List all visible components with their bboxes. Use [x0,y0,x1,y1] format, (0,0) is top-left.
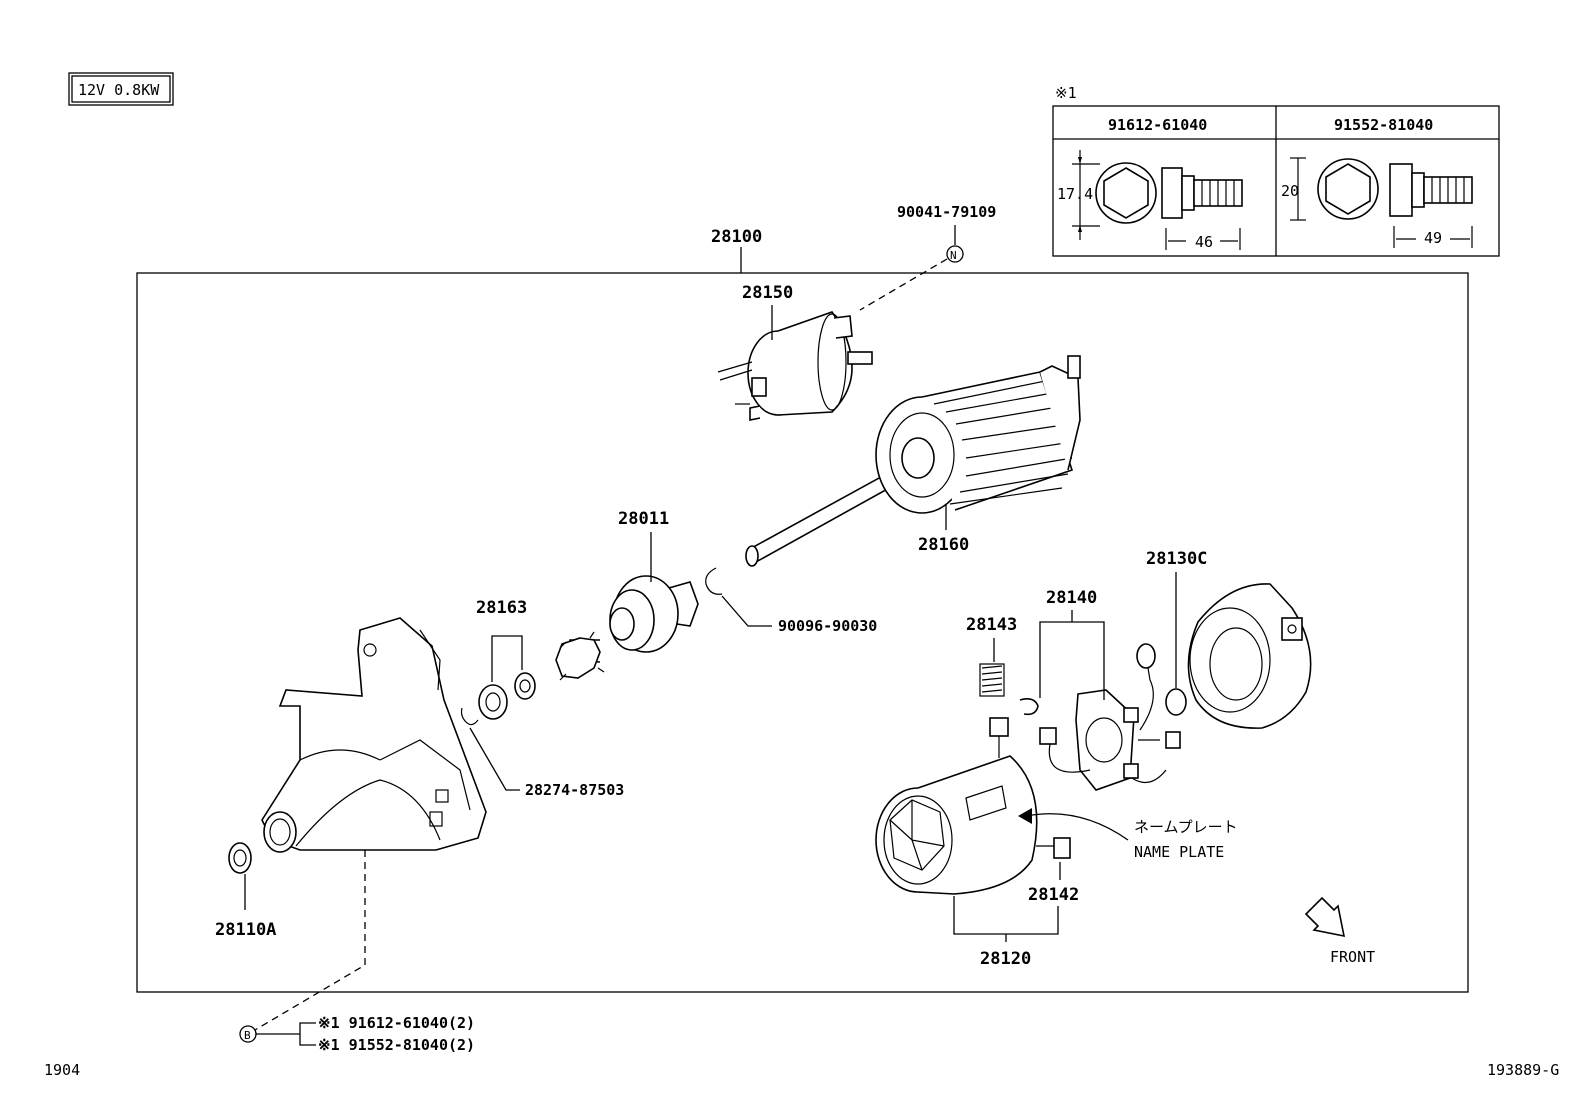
circle-n-marker [946,245,964,263]
part-28100-label: 28100 [711,227,762,247]
ref-bolt-2-height: 20 [1281,182,1299,200]
armature [745,355,1081,567]
retainer-rings [478,672,536,720]
footer-right: 193889-G [1487,1061,1559,1079]
end-cover [1187,583,1312,729]
part-28160-label: 28160 [918,535,969,555]
part-28011-label: 28011 [618,509,669,529]
circle-b-letter: B [244,1029,251,1042]
end-cover-grommet [1165,688,1187,716]
part-28163-label: 28163 [476,598,527,618]
part-28143-label: 28143 [966,615,1017,635]
bolt-ref-2: ※1 91552-81040(2) [318,1036,475,1054]
assembly-frame [136,272,1469,993]
spec-label: 12V 0.8KW [78,81,160,99]
part-28140-label: 28140 [1046,588,1097,608]
small-ring [460,707,479,726]
spec-box: 12V 0.8KW [68,72,174,106]
small-ring-part-label: 28274-87503 [525,781,624,799]
front-arrow-icon [1304,896,1346,938]
name-plate-jp: ネームプレート [1134,818,1238,836]
bolt-ref-1: ※1 91612-61040(2) [318,1014,475,1032]
snap-ring-part-label: 90096-90030 [778,617,877,635]
snap-ring [705,567,723,595]
brush-spring [979,663,1005,697]
ref-bolt-1-part-no: 91612-61040 [1108,116,1207,134]
ref-bolt-1-length: 46 [1195,233,1213,251]
ref-table-mark: ※1 [1055,84,1077,102]
part-28142-label: 28142 [1028,885,1079,905]
brush-holder [1019,643,1181,791]
yoke-assembly [875,717,1071,895]
bolt-2-drawing [1290,157,1473,248]
ref-bolt-2-length: 49 [1424,229,1442,247]
part-28110a-label: 28110A [215,920,276,940]
part-28130c-label: 28130C [1146,549,1207,569]
front-label: FRONT [1330,948,1375,966]
part-28150-label: 28150 [742,283,793,303]
part-28120-label: 28120 [980,949,1031,969]
drive-housing [261,617,487,853]
bolt-reference-table: ※1 91612-61040 91552-81040 [1052,84,1500,257]
bolt-1-drawing [1072,150,1243,250]
bushing [228,842,252,874]
bolt-n-part-label: 90041-79109 [897,203,996,221]
name-plate-en: NAME PLATE [1134,843,1224,861]
solenoid-switch [717,311,873,421]
ref-bolt-2-part-no: 91552-81040 [1334,116,1433,134]
starter-clutch [555,575,699,681]
circle-n-letter: N [950,249,957,262]
ref-bolt-1-height: 17.4 [1057,185,1093,203]
footer-left: 1904 [44,1061,80,1079]
